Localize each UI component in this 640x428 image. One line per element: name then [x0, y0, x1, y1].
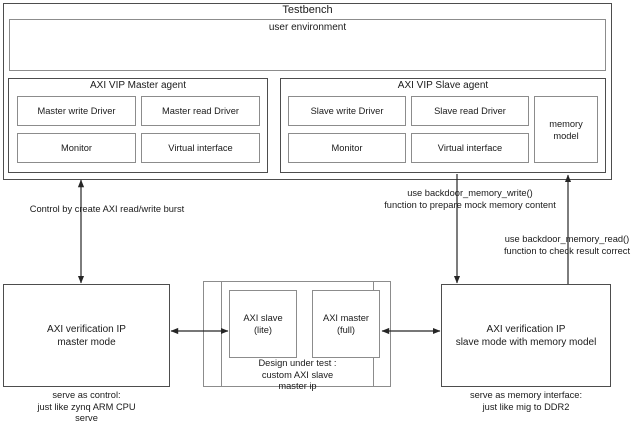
- annotation-backdoor-read: use backdoor_memory_read() function to c…: [503, 234, 631, 256]
- slave-read-driver-label: Slave read Driver: [434, 105, 506, 116]
- dut-axi-slave-lite-box: AXI slave (lite): [229, 290, 297, 358]
- slave-write-driver-label: Slave write Driver: [310, 105, 384, 116]
- master-virtual-interface-box: Virtual interface: [141, 133, 260, 163]
- dut-axi-master-full-label: AXI master (full): [323, 312, 369, 335]
- axi-vip-slave-mode-box: AXI verification IP slave mode with memo…: [441, 284, 611, 387]
- axi-vip-slave-mode-label: AXI verification IP slave mode with memo…: [455, 323, 597, 348]
- annotation-backdoor-write: use backdoor_memory_write() function to …: [384, 188, 556, 210]
- memory-model-box: memory model: [534, 96, 598, 163]
- master-read-driver-box: Master read Driver: [141, 96, 260, 126]
- annotation-control: Control by create AXI read/write burst: [29, 204, 185, 214]
- dut-axi-slave-lite-label: AXI slave (lite): [243, 312, 283, 335]
- axi-vip-master-mode-caption: serve as control: just like zynq ARM CPU…: [37, 390, 136, 424]
- master-read-driver-label: Master read Driver: [162, 105, 239, 116]
- slave-monitor-box: Monitor: [288, 133, 406, 163]
- master-virtual-interface-label: Virtual interface: [168, 142, 233, 153]
- axi-vip-slave-mode-caption: serve as memory interface: just like mig…: [469, 390, 583, 412]
- master-write-driver-label: Master write Driver: [37, 105, 116, 116]
- slave-read-driver-box: Slave read Driver: [411, 96, 529, 126]
- slave-write-driver-box: Slave write Driver: [288, 96, 406, 126]
- slave-virtual-interface-label: Virtual interface: [437, 142, 503, 153]
- slave-monitor-label: Monitor: [331, 142, 363, 153]
- dut-axi-master-full-box: AXI master (full): [312, 290, 380, 358]
- slave-virtual-interface-box: Virtual interface: [411, 133, 529, 163]
- axi-vip-master-mode-box: AXI verification IP master mode: [3, 284, 170, 387]
- axi-vip-master-mode-label: AXI verification IP master mode: [47, 323, 126, 348]
- user-environment-box: [9, 19, 606, 71]
- master-monitor-box: Monitor: [17, 133, 136, 163]
- memory-model-label: memory model: [549, 118, 583, 141]
- master-monitor-label: Monitor: [60, 142, 92, 153]
- master-write-driver-box: Master write Driver: [17, 96, 136, 126]
